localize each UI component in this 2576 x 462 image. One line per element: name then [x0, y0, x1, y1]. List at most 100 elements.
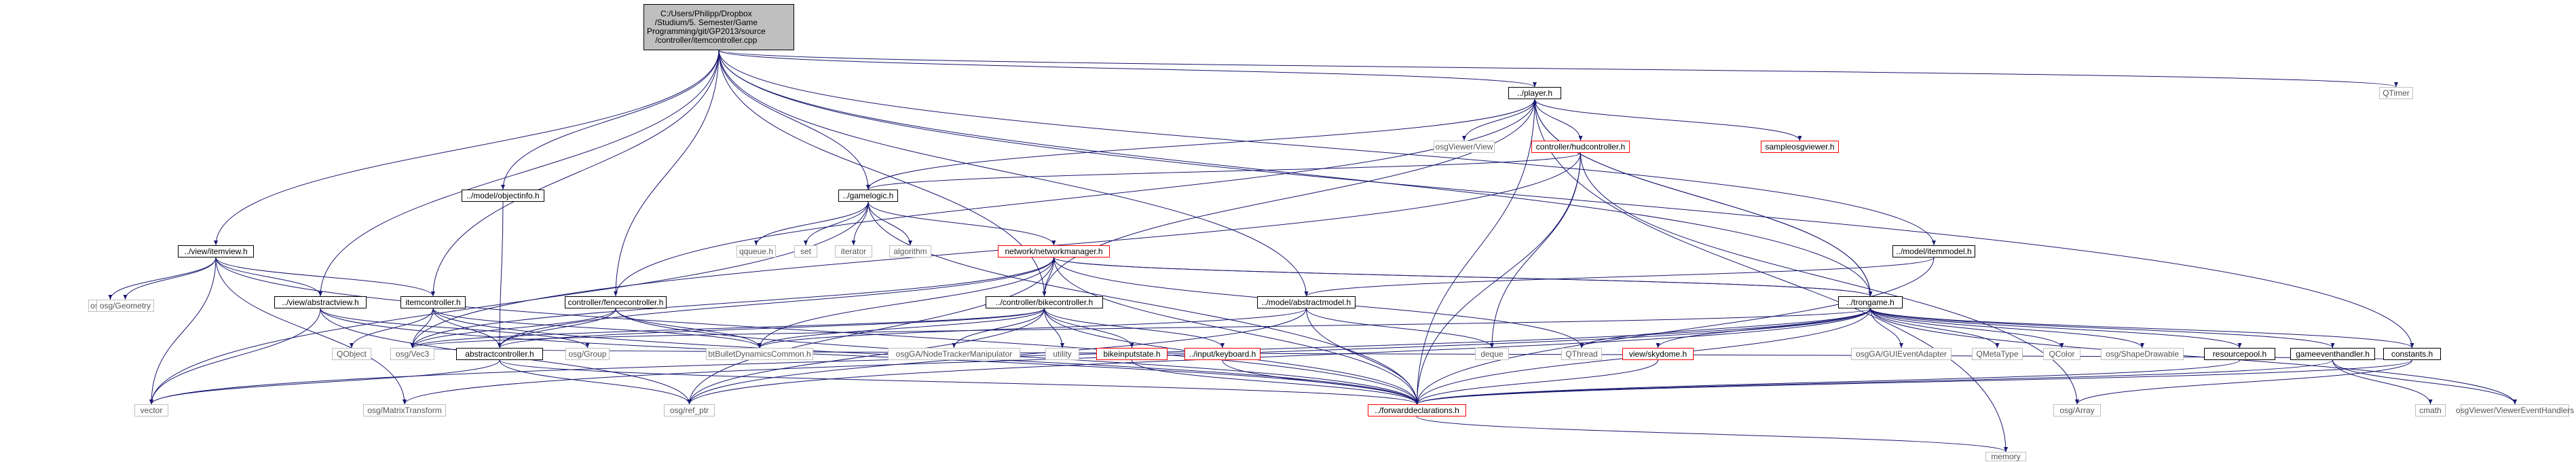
edge-skydome-to-forward	[1415, 359, 1658, 405]
edge-network-to-forward	[1053, 257, 1419, 405]
edge-trongame-to-osgrefptr	[687, 308, 1871, 405]
node-player[interactable]: ../player.h	[1508, 87, 1561, 99]
edge-abstractcontroller-to-vector	[149, 359, 500, 405]
edge-abstractmodel-to-btbullet	[758, 308, 1307, 349]
node-resourcepool[interactable]: resourcepool.h	[2204, 348, 2275, 360]
edge-itemview-to-osgmatrix	[215, 257, 407, 405]
node-gamelogic[interactable]: ../gamelogic.h	[838, 190, 898, 202]
node-qthread: QThread	[1561, 348, 1602, 360]
edge-gamelogic-to-forward	[867, 201, 1419, 405]
edge-trongame-to-network	[1051, 257, 1871, 297]
node-set: set	[794, 245, 817, 257]
node-osgguievent: osgGA/GUIEventAdapter	[1851, 348, 1952, 360]
edge-hud-to-forward	[1415, 152, 1581, 405]
edge-abstractmodel-to-deque	[1306, 308, 1494, 349]
edge-hud-to-gamelogic	[866, 152, 1581, 190]
edge-constants-to-forward	[1415, 359, 2412, 405]
node-osgarray: osg/Array	[2053, 404, 2101, 416]
node-osgvec3: osg/Vec3	[390, 348, 434, 360]
node-bikeinput[interactable]: bikeinputstate.h	[1096, 348, 1168, 360]
edge-trongame-to-qmetatype	[1870, 308, 2000, 349]
node-gameevent[interactable]: gameeventhandler.h	[2290, 348, 2375, 360]
edge-root-to-player	[718, 50, 1537, 88]
node-hud[interactable]: controller/hudcontroller.h	[1531, 141, 1630, 153]
edge-root-to-itemview	[214, 50, 720, 246]
node-abstractmodel[interactable]: ../model/abstractmodel.h	[1257, 296, 1356, 308]
node-skydome[interactable]: view/skydome.h	[1622, 348, 1694, 360]
edge-trongame-to-gameevent	[1870, 308, 2335, 349]
edge-itemview-to-abstractview	[215, 257, 322, 297]
edge-trongame-to-osgguievent	[1870, 308, 1903, 349]
node-osggroup: osg/Group	[565, 348, 610, 360]
node-utility: utility	[1045, 348, 1079, 360]
edge-player-to-osgviewer	[1462, 99, 1535, 141]
node-forward[interactable]: ../forwarddeclarations.h	[1368, 404, 1466, 416]
node-itemview[interactable]: ../view/itemview.h	[178, 245, 254, 257]
edge-itemcontroller-to-osgvec3	[410, 308, 434, 349]
node-root: C:/Users/Philipp/Dropbox /Studium/5. Sem…	[643, 4, 794, 50]
node-osgganode: osgGA/NodeTrackerManipulator	[888, 348, 1020, 360]
edge-trongame-to-osgvec3	[411, 308, 1871, 349]
edge-root-to-itemcontroller	[431, 50, 720, 297]
node-btbullet: btBulletDynamicsCommon.h	[706, 348, 813, 360]
edge-bikecontroller-to-osgganode	[952, 308, 1045, 349]
node-osgshape: osg/ShapeDrawable	[2101, 348, 2184, 360]
node-qobject: QObject	[332, 348, 371, 360]
node-abstractview[interactable]: ../view/abstractview.h	[274, 296, 367, 308]
node-objectinfo[interactable]: ../model/objectinfo.h	[462, 190, 544, 202]
edge-fencecontroller-to-osgvec3	[410, 308, 616, 349]
edge-gamelogic-to-network	[867, 201, 1056, 246]
edge-itemview-to-forward	[215, 257, 1419, 405]
node-keyboard[interactable]: ../input/keyboard.h	[1184, 348, 1261, 360]
node-qcolor: QColor	[2043, 348, 2080, 360]
edge-player-to-gamelogic	[866, 99, 1535, 190]
node-abstractcontroller[interactable]: abstractcontroller.h	[456, 348, 543, 360]
edge-objectinfo-to-abstractcontroller	[498, 201, 504, 349]
edge-root-to-constants	[718, 50, 2414, 349]
node-itemmodel[interactable]: ../model/itemmodel.h	[1892, 245, 1975, 257]
edge-abstractcontroller-to-osgrefptr	[499, 359, 692, 405]
node-qmetatype: QMetaType	[1972, 348, 2023, 360]
edge-hud-to-deque	[1490, 152, 1581, 349]
edge-keyboard-to-forward	[1222, 359, 1419, 405]
edge-gamelogic-to-algorithm	[867, 201, 912, 246]
edge-gamelogic-to-vector	[149, 201, 869, 405]
edge-itemcontroller-to-btbullet	[432, 308, 762, 349]
node-osggeometry: osg/Geometry	[96, 300, 154, 312]
node-deque: deque	[1475, 348, 1509, 360]
edge-bikecontroller-to-utility	[1044, 308, 1064, 349]
edge-bikecontroller-to-osgrefptr	[687, 308, 1045, 405]
edge-gamelogic-to-set	[804, 201, 869, 246]
edge-fencecontroller-to-player	[615, 99, 1537, 297]
edge-bikecontroller-to-btbullet	[758, 308, 1045, 349]
node-bikecontroller[interactable]: ../controller/bikecontroller.h	[986, 296, 1103, 308]
edge-itemview-to-osggeometry	[123, 257, 217, 300]
edge-gamelogic-to-qqueue	[754, 201, 869, 246]
edge-gameevent-to-forward	[1415, 359, 2333, 405]
edge-gamelogic-to-iterator	[851, 201, 869, 246]
node-trongame[interactable]: ../trongame.h	[1838, 296, 1903, 308]
node-constants[interactable]: constants.h	[2383, 348, 2441, 360]
edge-trongame-to-resourcepool	[1870, 308, 2242, 349]
edge-itemcontroller-to-qobject	[350, 308, 434, 349]
node-network[interactable]: network/networkmanager.h	[998, 245, 1110, 257]
edge-itemmodel-to-forward	[1415, 257, 1935, 405]
node-fencecontroller[interactable]: controller/fencecontroller.h	[565, 296, 667, 308]
edge-gameevent-to-cmath	[2332, 359, 2433, 405]
edge-hud-to-osgarray	[1580, 152, 2079, 405]
node-osgviewerevent: osgViewer/ViewerEventHandlers	[2456, 404, 2574, 416]
edge-root-to-qtimer	[718, 50, 2398, 88]
node-algorithm: algorithm	[889, 245, 931, 257]
node-osgrefptr: osg/ref_ptr	[664, 404, 715, 416]
edge-hud-to-osgvec3	[410, 152, 1581, 349]
edge-itemview-to-osggeode	[108, 257, 217, 300]
edge-itemmodel-to-abstractmodel	[1304, 257, 1935, 297]
node-sampleosg[interactable]: sampleosgviewer.h	[1761, 141, 1839, 153]
node-osgviewer: osgViewer/View	[1434, 141, 1495, 153]
edge-root-to-abstractview	[318, 50, 720, 297]
edge-forward-to-memory	[1417, 416, 2008, 452]
node-itemcontroller[interactable]: itemcontroller.h	[400, 296, 466, 308]
edge-player-to-forward	[1415, 99, 1535, 405]
edge-root-to-abstractmodel	[718, 50, 1309, 297]
